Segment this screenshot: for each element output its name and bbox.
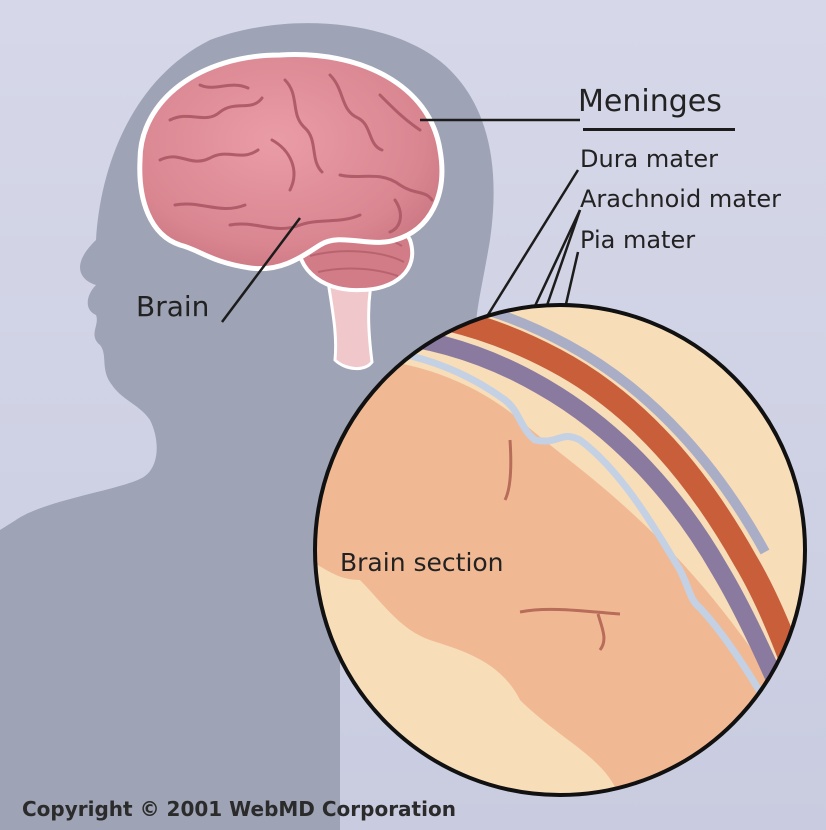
label-dura-mater: Dura mater	[580, 145, 718, 173]
label-pia-mater: Pia mater	[580, 226, 695, 254]
copyright-notice: Copyright © 2001 WebMD Corporation	[22, 797, 456, 821]
label-brain: Brain	[136, 290, 209, 323]
label-meninges: Meninges	[578, 84, 722, 119]
neck-silhouette	[0, 478, 340, 830]
meninges-underline	[583, 128, 735, 131]
label-arachnoid-mater: Arachnoid mater	[580, 185, 781, 213]
label-brain-section: Brain section	[340, 548, 504, 577]
